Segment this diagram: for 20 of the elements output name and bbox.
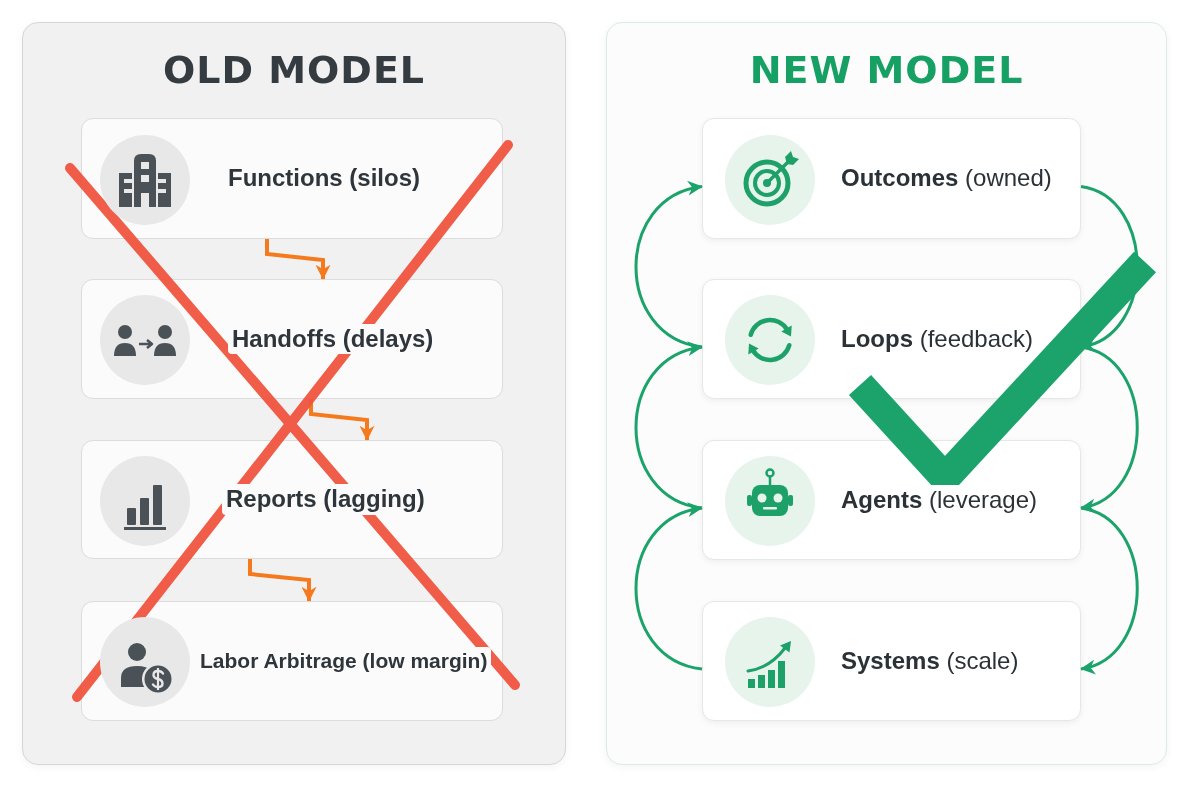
curved-arrow: [1080, 506, 1139, 673]
step-card: [81, 601, 503, 721]
curved-arrow: [634, 343, 703, 510]
step-card: [702, 440, 1081, 560]
step-card: [702, 279, 1081, 399]
panel: [606, 22, 1167, 765]
elbow-arrow: [265, 239, 331, 280]
panel-title: OLD MODEL: [162, 49, 426, 93]
step-card: [81, 440, 503, 559]
panel-title: NEW MODEL: [749, 49, 1024, 93]
step-card: [702, 118, 1081, 239]
panel: [22, 22, 566, 765]
curved-arrow: [1080, 185, 1139, 351]
elbow-arrow: [248, 559, 317, 602]
step-card: [81, 118, 503, 239]
curved-arrow: [634, 182, 703, 349]
step-card: [81, 279, 503, 399]
step-card: [702, 601, 1081, 721]
curved-arrow: [1080, 345, 1139, 512]
curved-arrow: [634, 504, 703, 671]
